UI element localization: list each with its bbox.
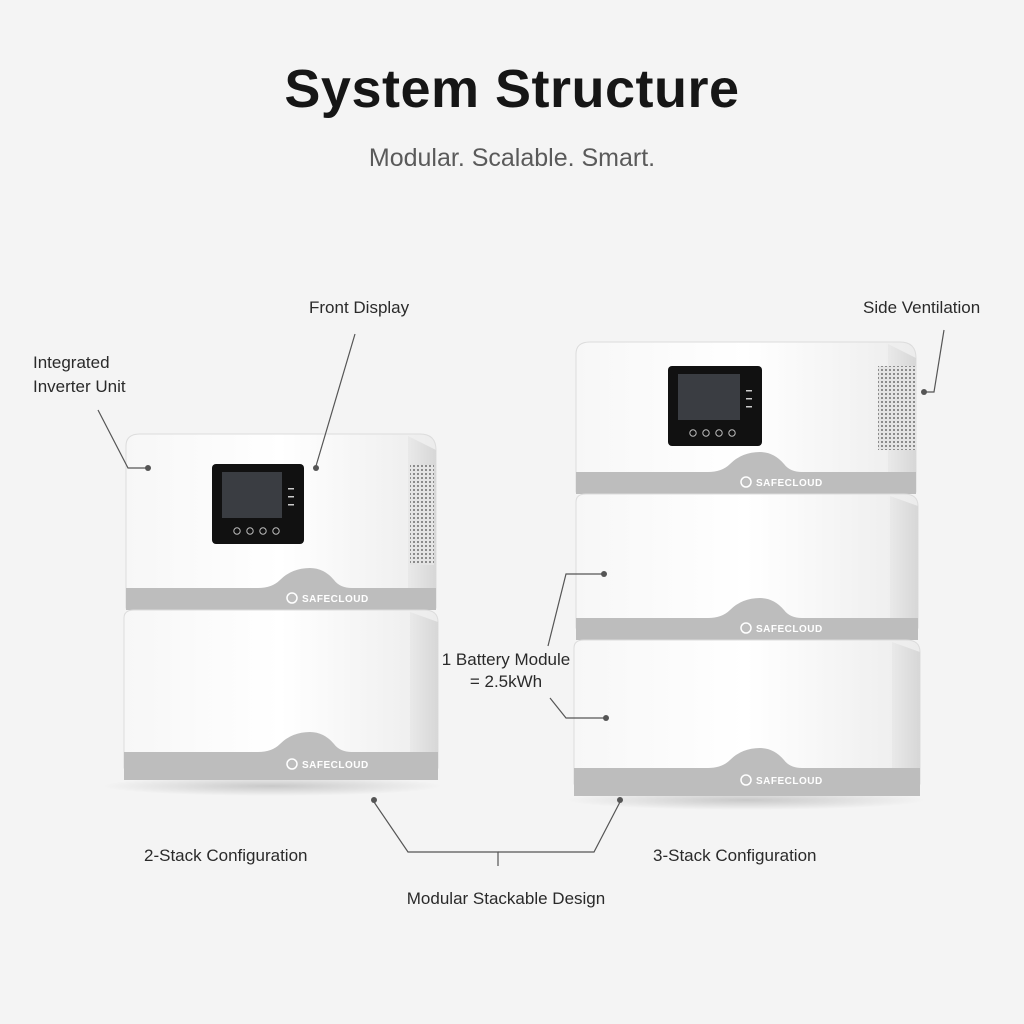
brand-band [574,748,920,796]
three-stack-unit: SAFECLOUD SAFECLOUD [566,341,926,810]
brand-logo-icon [286,592,298,604]
label-two-stack: 2-Stack Configuration [144,846,308,865]
brand-logo-text: SAFECLOUD [756,776,823,787]
leader-modular-right [498,801,621,853]
brand-band [124,732,438,780]
brand-logo-text: SAFECLOUD [756,624,823,635]
brand-logo-text: SAFECLOUD [302,594,369,605]
label-battery-module-line2: = 2.5kWh [469,672,543,691]
front-display-right [668,366,762,446]
page-subtitle: Modular. Scalable. Smart. [368,144,656,172]
label-front-display: Front Display [309,298,410,317]
brand-logo-text: SAFECLOUD [302,760,369,771]
inverter-module-right: SAFECLOUD [575,341,917,494]
battery-module-right-upper: SAFECLOUD [575,493,919,640]
side-vent-left [410,465,434,565]
leader-side-ventilation [926,329,945,393]
brand-logo-text: SAFECLOUD [756,478,823,489]
leader-integrated-inverter [97,409,146,469]
leader-front-display [315,333,356,467]
leader-modular-left [373,801,499,866]
battery-module-left: SAFECLOUD [123,609,439,780]
label-side-ventilation: Side Ventilation [863,298,981,317]
label-integrated-inverter-line2: Inverter Unit [33,377,126,396]
brand-band [576,452,916,494]
page-title: System Structure [284,59,740,119]
label-three-stack: 3-Stack Configuration [653,846,817,865]
brand-logo-icon [286,758,298,770]
brand-logo-icon [740,774,752,786]
leader-dots [145,389,927,803]
battery-module-right-lower: SAFECLOUD [573,639,921,796]
brand-logo-icon [740,622,752,634]
inverter-module-left: SAFECLOUD [125,433,437,610]
front-display-left [212,464,304,544]
leader-lines [97,329,945,866]
leader-battery-upper [547,573,602,647]
label-battery-module-line1: 1 Battery Module [441,650,571,669]
brand-band [126,568,436,610]
brand-logo-icon [740,476,752,488]
brand-band [576,598,918,640]
leader-battery-lower [549,697,604,719]
side-vent-right [878,366,916,450]
two-stack-unit: SAFECLOUD SAFECLOUD [102,433,442,796]
label-integrated-inverter-line1: Integrated [33,353,110,372]
label-modular-design: Modular Stackable Design [406,889,606,908]
